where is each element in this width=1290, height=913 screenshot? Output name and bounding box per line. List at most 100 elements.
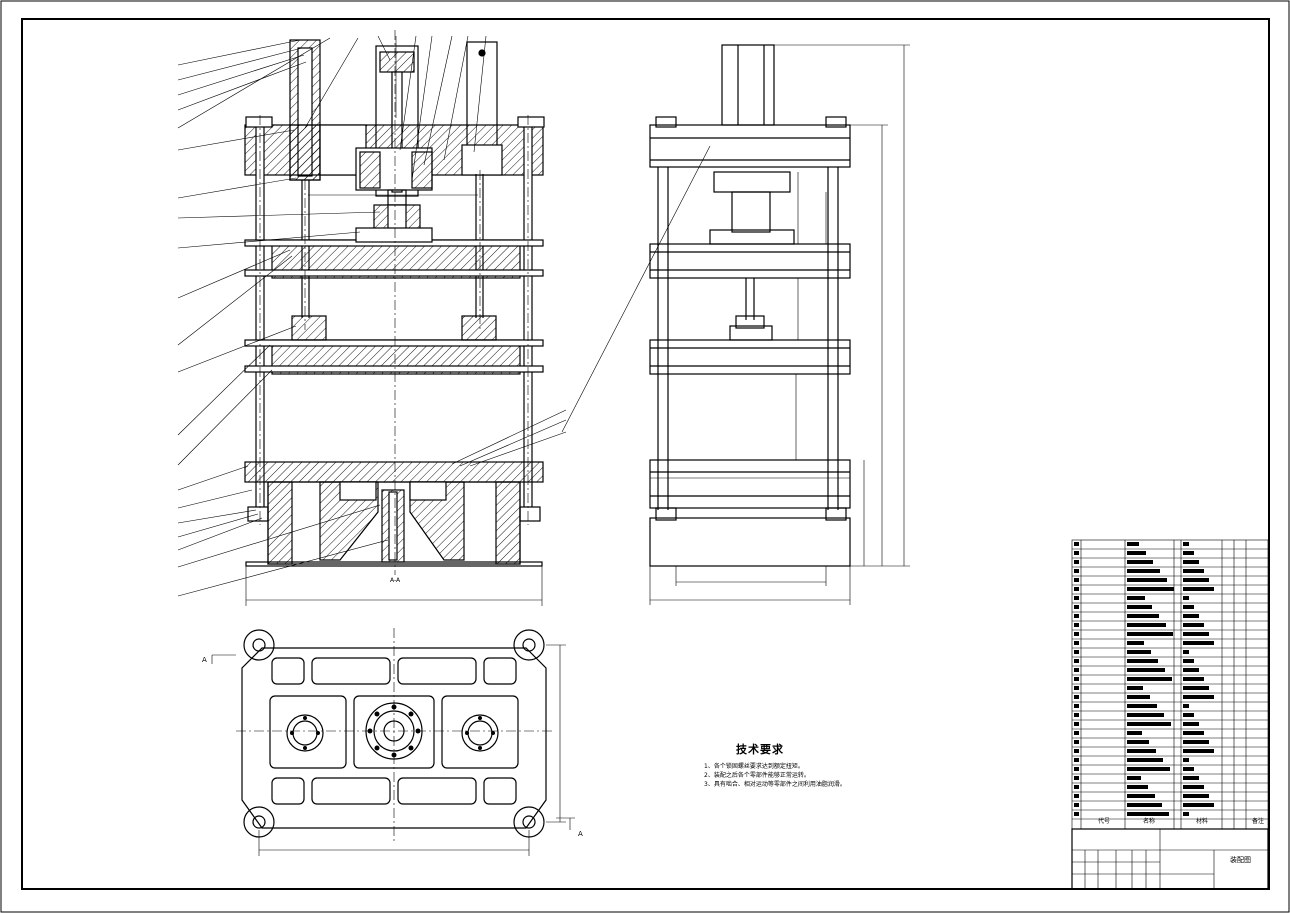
parts-list-entry-block: [1127, 641, 1144, 645]
front-section-view: [244, 39, 545, 567]
parts-list-entry-block: [1127, 776, 1141, 780]
top-view-centerlines: [236, 628, 552, 842]
parts-list-entry-block: [1074, 668, 1079, 672]
parts-list-entry-block: [1074, 677, 1079, 681]
front-section-centerlines: [259, 30, 529, 575]
front-leaders: [177, 35, 567, 597]
parts-list-entry-block: [1183, 659, 1194, 663]
parts-list-entry-block: [1183, 569, 1204, 573]
parts-list-entry-block: [1183, 578, 1209, 582]
parts-list-rows: [1072, 548, 1268, 820]
side-top-plate: [649, 124, 851, 168]
front-dimensions: [245, 194, 543, 606]
parts-list-entry-block: [1074, 785, 1079, 789]
technical-requirement-item: 3、具有啮合、相对运动等零部件之间利用油脂润滑。: [704, 781, 846, 788]
parts-list-entry-block: [1127, 713, 1164, 717]
parts-list-entry-block: [1127, 722, 1171, 726]
parts-list-entry-block: [1183, 803, 1214, 807]
parts-list-entry-block: [1183, 749, 1214, 753]
parts-list-entry-block: [1127, 623, 1166, 627]
parts-list-entry-block: [1183, 758, 1189, 762]
parts-list-entry-block: [1074, 587, 1079, 591]
side-dimensions: [561, 44, 910, 605]
parts-list-entry-block: [1127, 587, 1174, 591]
side-worktable: [649, 459, 851, 509]
parts-list-entry-block: [1127, 614, 1159, 618]
view-marker-bottom-right: A: [578, 830, 583, 838]
parts-list-entry-block: [1127, 542, 1139, 546]
parts-list-entry-block: [1127, 704, 1157, 708]
parts-list-entry-block: [1183, 794, 1209, 798]
parts-list-entry-block: [1183, 650, 1189, 654]
parts-list-entry-block: [1183, 704, 1189, 708]
parts-list-entry-block: [1074, 614, 1079, 618]
worktable: [244, 461, 544, 483]
parts-list-entry-block: [1183, 686, 1209, 690]
parts-list-entry-block: [1074, 605, 1079, 609]
parts-list-entry-block: [1183, 596, 1189, 600]
parts-list-entry-block: [1074, 560, 1079, 564]
parts-list-entry-block: [1127, 686, 1143, 690]
parts-list-entry-block: [1074, 713, 1079, 717]
parts-list-entry-block: [1183, 785, 1204, 789]
section-label: A-A: [390, 577, 401, 584]
parts-list-entry-block: [1127, 551, 1146, 555]
parts-list-entry-block: [1127, 812, 1169, 816]
parts-list-entry-block: [1127, 677, 1172, 681]
parts-list-entry-block: [1183, 668, 1199, 672]
parts-list-entry-block: [1127, 605, 1152, 609]
drawing-name: 装配图: [1230, 856, 1251, 864]
parts-col-material: 材料: [1196, 818, 1209, 825]
parts-list-entry-block: [1183, 542, 1189, 546]
parts-list-entry-block: [1183, 641, 1214, 645]
parts-list-entry-block: [1074, 740, 1079, 744]
parts-list-entry-block: [1183, 587, 1214, 591]
technical-requirements: 技术要求 1、各个锁固螺丝要求达到额定扭矩。 2、装配之后各个零部件能够正常运转…: [704, 741, 996, 789]
parts-list-entry-block: [1127, 695, 1150, 699]
parts-list-entry-block: [1127, 668, 1165, 672]
parts-list-entry-block: [1074, 812, 1079, 816]
parts-list-entry-block: [1183, 614, 1199, 618]
parts-list-entry-block: [1183, 776, 1199, 780]
parts-list-entry-block: [1127, 659, 1158, 663]
top-view-bolts: [290, 704, 495, 758]
parts-list-entry-block: [1183, 767, 1194, 771]
top-view: [241, 629, 547, 838]
side-view: [649, 44, 851, 567]
parts-list-entry-block: [1074, 623, 1079, 627]
technical-requirements-title: 技术要求: [736, 743, 784, 756]
parts-list-entry-block: [1074, 686, 1079, 690]
parts-list-entry-block: [1074, 731, 1079, 735]
parts-list-entry-block: [1127, 749, 1156, 753]
parts-list-entry-block: [1074, 776, 1079, 780]
parts-list-entry-block: [1074, 758, 1079, 762]
parts-list-entry-block: [1074, 803, 1079, 807]
parts-list-entry-block: [1127, 578, 1167, 582]
parts-col-remark: 备注: [1252, 818, 1265, 825]
center-cylinder: [375, 45, 419, 197]
parts-col-name: 名称: [1143, 818, 1156, 825]
parts-list-entry-block: [1074, 659, 1079, 663]
parts-list-entry-block: [1183, 605, 1194, 609]
parts-list-entry-block: [1183, 623, 1204, 627]
side-upper-plate: [649, 243, 851, 279]
parts-list-entry-block: [1127, 758, 1163, 762]
technical-requirement-item: 1、各个锁固螺丝要求达到额定扭矩。: [704, 763, 804, 770]
parts-list-entry-block: [1127, 767, 1170, 771]
parts-list-entry-block: [1127, 596, 1145, 600]
parts-list-entry-block: [1074, 695, 1079, 699]
parts-list-entry-block: [1183, 560, 1199, 564]
parts-list-entry-block: [1127, 569, 1160, 573]
side-middle-plate: [649, 339, 851, 375]
parts-list-entry-block: [1074, 794, 1079, 798]
parts-list-entry-block: [1074, 542, 1079, 546]
top-view-dimensions: [211, 644, 575, 856]
parts-list-entries: [1074, 542, 1214, 816]
parts-list-entry-block: [1127, 785, 1148, 789]
parts-list-entry-block: [1127, 803, 1162, 807]
parts-list-entry-block: [1074, 569, 1079, 573]
technical-requirement-item: 2、装配之后各个零部件能够正常运转。: [704, 772, 810, 779]
parts-list-entry-block: [1127, 731, 1142, 735]
